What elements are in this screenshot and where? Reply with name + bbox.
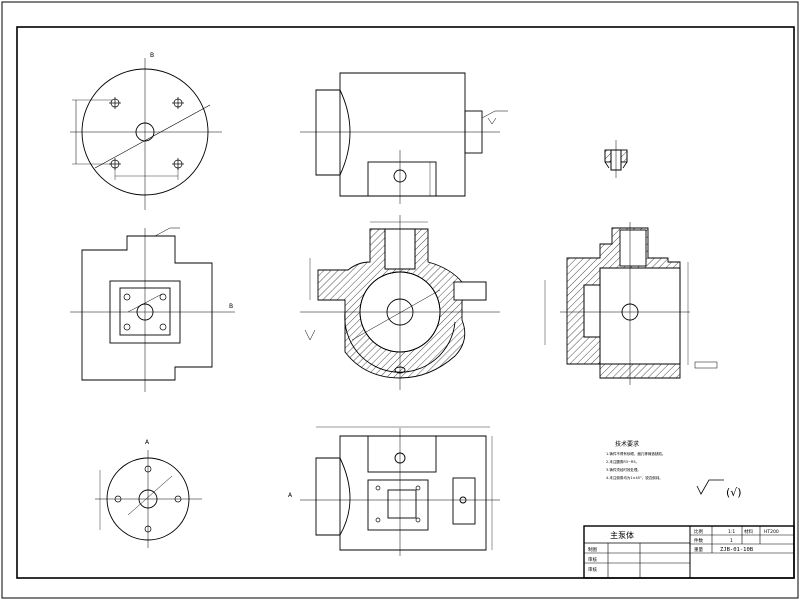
view-middle-section — [300, 215, 500, 390]
label-drawn: 制图 — [588, 546, 597, 553]
material-value: HT200 — [764, 529, 779, 535]
label-material: 材料 — [744, 528, 753, 535]
view-right-section — [544, 222, 718, 385]
technical-requirements: 技术要求 1.铸件不得有砂眼、缩孔等铸造缺陷。 2.未注圆角R3~R5。 3.铸… — [606, 440, 665, 480]
view-top-left-flange: B — [70, 52, 222, 210]
tech-req-item: 2.未注圆角R3~R5。 — [606, 459, 639, 464]
view-bottom-left: A — [95, 439, 202, 548]
view-top-middle — [300, 72, 508, 204]
inner-frame — [16, 26, 795, 579]
quantity-value: 1 — [730, 538, 733, 544]
detail-small-section — [604, 140, 628, 178]
tech-req-heading: 技术要求 — [615, 440, 639, 448]
title-block-text: 主泵体 比例 1:1 材料 HT200 件数 1 重量 ZJB-01-10B 制… — [588, 528, 779, 573]
tech-req-item: 4.未注倒角均为1×45°，锐边倒钝。 — [606, 475, 663, 480]
title-block — [583, 525, 795, 579]
view-middle-left: B — [70, 227, 235, 392]
roughness-note: (√) — [726, 486, 742, 499]
section-marker-a2: A — [288, 492, 293, 499]
section-marker-b2: B — [229, 303, 233, 310]
label-checked: 审核 — [588, 556, 597, 563]
label-quantity: 件数 — [694, 537, 703, 544]
part-name: 主泵体 — [610, 530, 634, 540]
label-approved: 审核 — [588, 566, 597, 573]
label-weight: 重量 — [694, 546, 703, 553]
drawing-number: ZJB-01-10B — [720, 547, 754, 553]
roughness-symbol: (√) — [696, 479, 742, 499]
tech-req-item: 1.铸件不得有砂眼、缩孔等铸造缺陷。 — [606, 451, 665, 456]
section-marker-a: A — [145, 439, 150, 446]
section-marker-b: B — [150, 52, 154, 59]
tech-req-item: 3.铸件须经时效处理。 — [606, 467, 641, 472]
view-bottom-middle: A — [288, 426, 500, 556]
scale-value: 1:1 — [728, 529, 735, 535]
label-scale: 比例 — [694, 528, 703, 535]
